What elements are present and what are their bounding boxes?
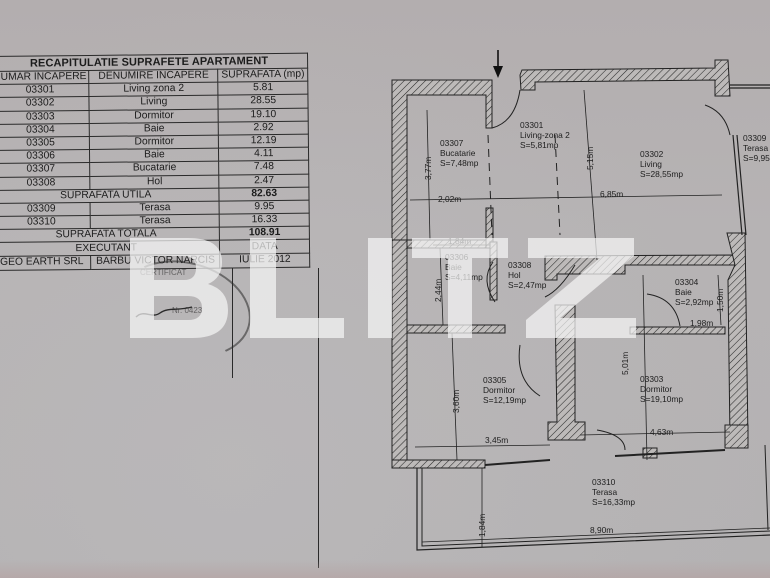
room-name: Living zona 2	[89, 82, 219, 97]
dimension-terrace-depth: 1,84m	[477, 513, 487, 537]
dimension-bath1-width: 1,84m	[448, 236, 472, 246]
room-code: 03307	[0, 162, 91, 177]
dimension-living-width: 6,85m	[600, 189, 624, 199]
room-code: 03306	[0, 149, 90, 164]
paper-edge	[0, 560, 770, 578]
room-name: Bucatarie	[89, 161, 220, 176]
usable-area-value: 82.63	[219, 186, 310, 201]
table-column-line	[318, 268, 319, 568]
header-code: NUMAR INCAPERE	[0, 70, 90, 85]
date-value: IULIE 2012	[220, 252, 310, 268]
room-code: 03303	[0, 110, 90, 125]
dimension-bed1-height: 5,01m	[620, 351, 630, 375]
room-area: 5.81	[218, 81, 308, 96]
dimension-bath2-width: 1,98m	[690, 318, 714, 328]
dimension-bath2-height: 1,50m	[715, 288, 725, 312]
room-name: Dormitor	[89, 135, 219, 150]
dimension-bed2-width: 3,45m	[485, 435, 509, 445]
room-code: 03302	[0, 96, 90, 112]
dimension-kitchen-width: 2,02m	[438, 194, 462, 204]
dimension-bed2-height: 3,60m	[451, 389, 461, 413]
room-name: Dormitor	[89, 108, 219, 124]
stamp-text-top: CERTIFICAT	[140, 268, 187, 277]
room-name: Hol	[90, 174, 220, 190]
date-label: DATA	[219, 239, 310, 254]
total-area-value: 108.91	[219, 226, 310, 241]
dimension-kitchen-height: 3,77m	[423, 156, 433, 180]
room-area: 4.11	[218, 147, 309, 162]
room-name: Living	[89, 95, 219, 111]
entrance-arrow-icon	[493, 50, 503, 78]
room-area: 2.92	[218, 120, 309, 136]
room-area: 2.47	[219, 173, 309, 188]
room-name: Baie	[89, 148, 220, 163]
table-column-line	[232, 268, 233, 378]
room-area: 16.33	[219, 213, 310, 228]
room-name: Baie	[89, 121, 219, 137]
room-code: 03301	[0, 83, 90, 98]
room-area: 7.48	[219, 160, 309, 175]
room-name: Terasa	[90, 200, 220, 216]
summary-table: RECAPITULATIE SUPRAFETE APARTAMENT NUMAR…	[0, 53, 310, 271]
room-area: 28.55	[218, 94, 309, 109]
room-code: 03310	[0, 215, 91, 230]
dimension-bath1-height: 2,44m	[433, 278, 443, 302]
signature	[135, 306, 193, 318]
room-code: 03308	[0, 175, 91, 191]
room-area: 19.10	[218, 107, 309, 122]
dimension-living-height: 5,15m	[585, 146, 595, 170]
room-code: 03309	[0, 202, 91, 217]
dimension-bed1-width: 4,63m	[650, 427, 674, 437]
room-name: Terasa	[90, 214, 220, 229]
dimension-terrace-width: 8,90m	[590, 525, 614, 535]
header-area: SUPRAFATA (mp)	[218, 68, 308, 83]
room-area: 12.19	[218, 134, 309, 149]
room-area: 9.95	[219, 200, 310, 215]
room-code: 03304	[0, 123, 90, 138]
room-code: 03305	[0, 136, 90, 151]
header-name: DENUMIRE INCAPERE	[88, 69, 219, 84]
executant-company: GEO EARTH SRL	[0, 255, 92, 271]
